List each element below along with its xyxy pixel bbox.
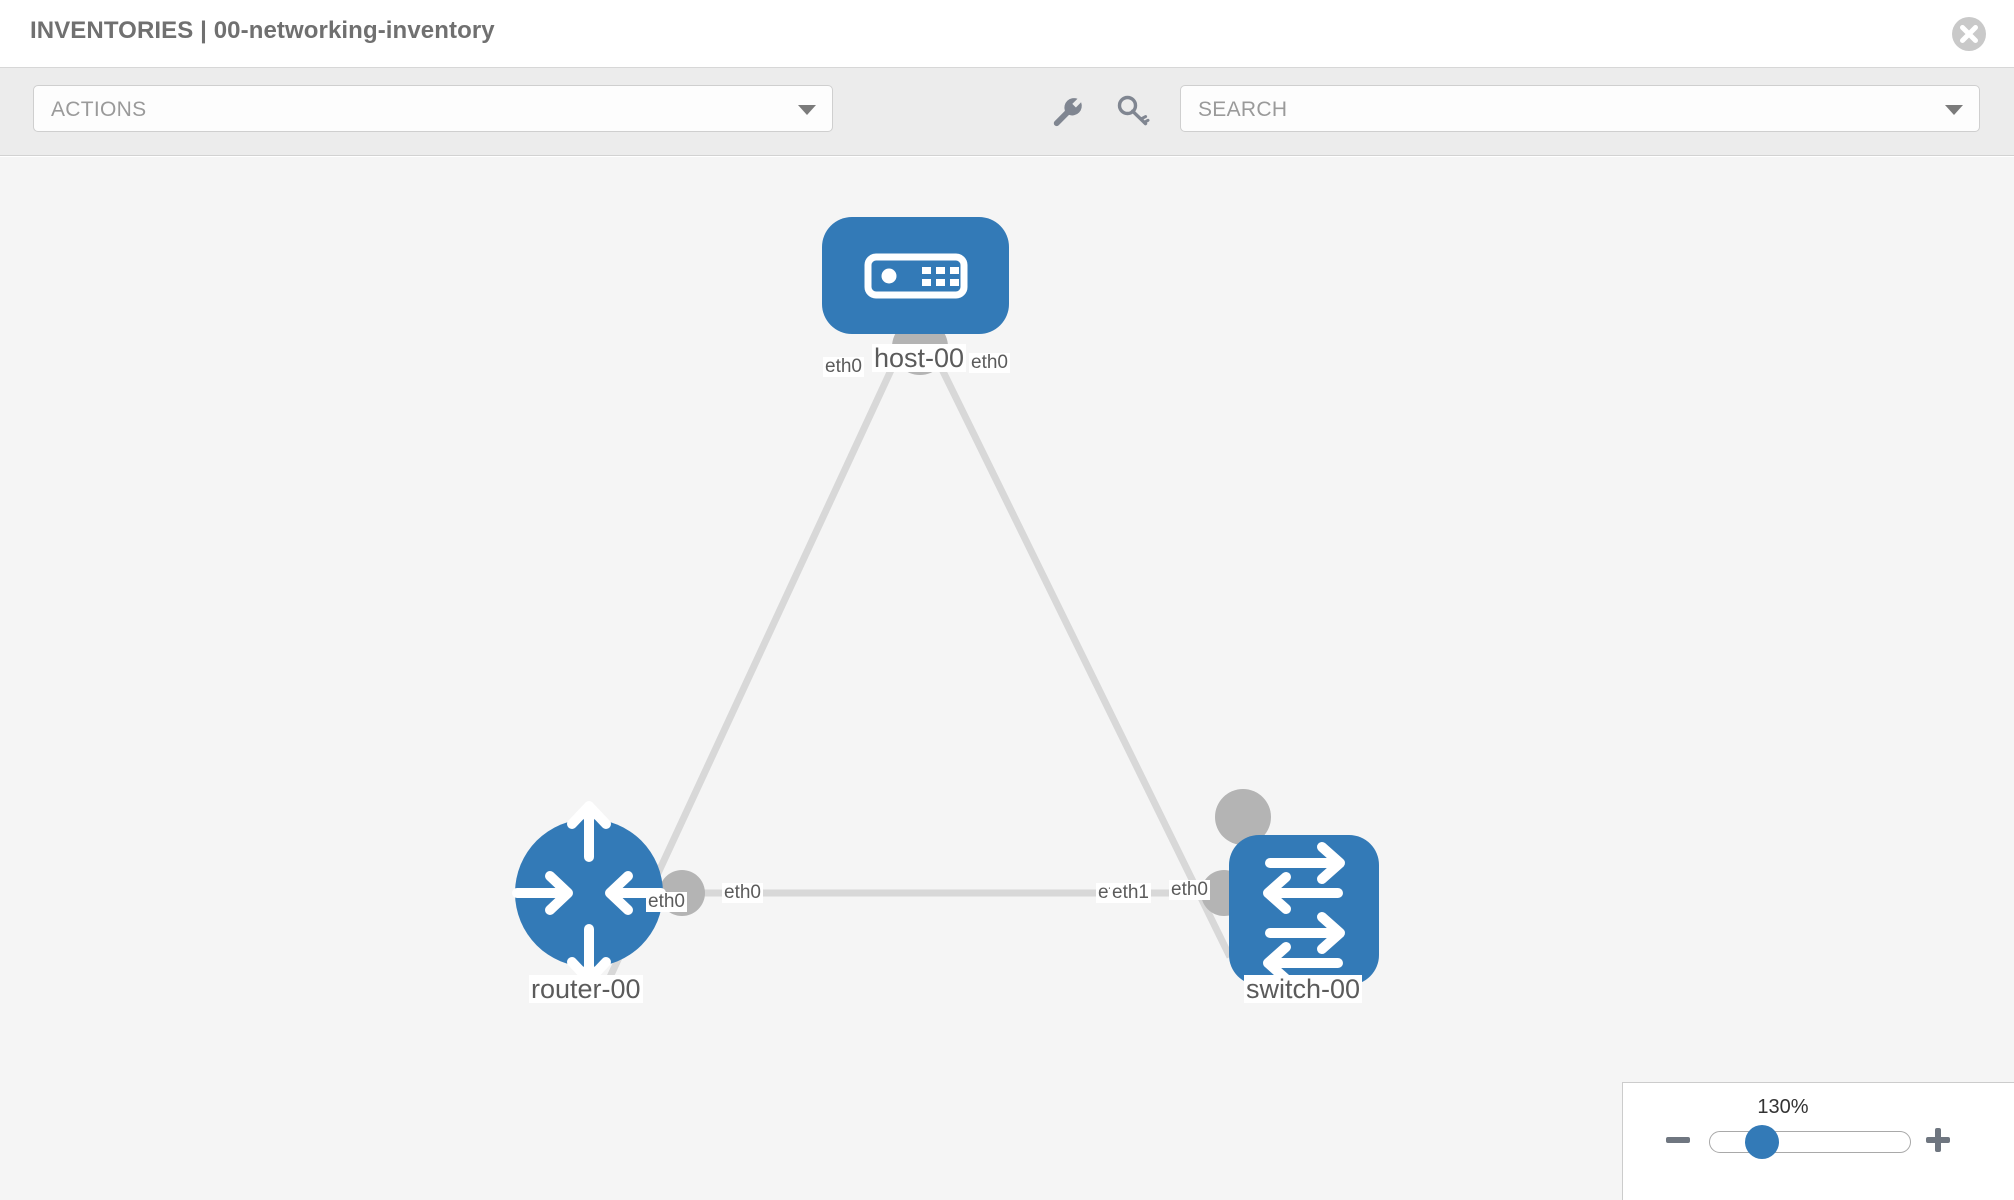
zoom-in-button[interactable] [1923, 1125, 1953, 1155]
actions-dropdown[interactable]: ACTIONS [33, 85, 833, 132]
chevron-down-icon [798, 105, 816, 115]
zoom-out-button[interactable] [1663, 1125, 1693, 1155]
switch-arrows-icon [1263, 842, 1345, 984]
connector-switch-top [1215, 789, 1271, 845]
zoom-slider-thumb[interactable] [1745, 1125, 1779, 1159]
search-input[interactable]: SEARCH [1180, 85, 1980, 132]
chevron-down-icon [1945, 105, 1963, 115]
node-host-00 [822, 217, 1009, 334]
close-icon[interactable] [1951, 16, 1987, 52]
zoom-level-value: 130% [1757, 1096, 1809, 1118]
node-router-00 [512, 801, 666, 985]
node-label-router-00: router-00 [529, 974, 643, 1004]
edge-label-switch-up-eth0: eth0 [1169, 879, 1210, 900]
edge-label-router-right-eth0: eth0 [722, 882, 763, 903]
server-icon [864, 253, 968, 299]
wrench-icon[interactable] [1047, 92, 1085, 130]
edge-label-host-right-eth0: eth0 [969, 352, 1010, 373]
zoom-slider-track[interactable] [1709, 1131, 1911, 1153]
node-label-host-00: host-00 [872, 343, 967, 373]
edge-label-host-left-eth0: eth0 [823, 356, 864, 377]
topology-canvas[interactable]: host-00 router-00 switch-00 eth0 eth0 et… [0, 157, 2014, 1200]
node-label-switch-00: switch-00 [1244, 974, 1363, 1004]
zoom-control-panel: 130% [1622, 1082, 2014, 1200]
window-header: INVENTORIES | 00-networking-inventory [0, 0, 2014, 68]
actions-dropdown-label: ACTIONS [51, 98, 147, 121]
search-placeholder: SEARCH [1198, 98, 1288, 121]
edge-label-switch-left-eth1: eth1 [1110, 882, 1151, 903]
key-icon[interactable] [1113, 92, 1151, 130]
edge-host-switch [931, 353, 1234, 959]
node-switch-00 [1229, 835, 1379, 985]
page-title: INVENTORIES | 00-networking-inventory [30, 17, 495, 44]
topology-graph [512, 217, 1379, 985]
edge-label-router-up-eth0: eth0 [646, 891, 687, 912]
